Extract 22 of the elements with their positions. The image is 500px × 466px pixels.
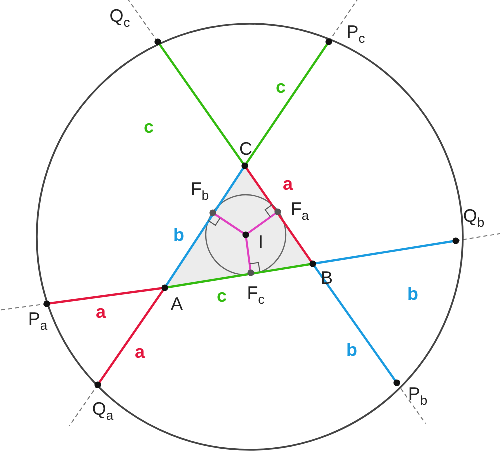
point-label: Q$_{a}$ <box>92 400 114 422</box>
point-label: C <box>240 140 252 158</box>
point-label: Q$_{b}$ <box>463 207 485 229</box>
point-label: P$_{a}$ <box>28 310 48 332</box>
point-label: F$_{b}$ <box>190 180 210 202</box>
side-label: b <box>408 285 418 303</box>
point-label: P$_{c}$ <box>346 23 366 45</box>
point-label: B <box>321 269 333 287</box>
side-label: c <box>217 287 227 305</box>
side-label: b <box>174 226 184 244</box>
side-label: c <box>144 118 154 136</box>
point-label: F$_{a}$ <box>290 200 310 222</box>
point-label: Q$_{c}$ <box>110 7 130 29</box>
side-label: a <box>135 343 145 361</box>
point-label: A <box>171 295 183 313</box>
side-label: b <box>346 341 358 359</box>
side-label: a <box>96 303 106 321</box>
point-label: F$_{c}$ <box>247 284 265 306</box>
side-label: a <box>283 175 293 193</box>
point-label: P$_{b}$ <box>408 385 428 407</box>
side-label: c <box>276 78 286 96</box>
point-label: I <box>258 233 264 251</box>
